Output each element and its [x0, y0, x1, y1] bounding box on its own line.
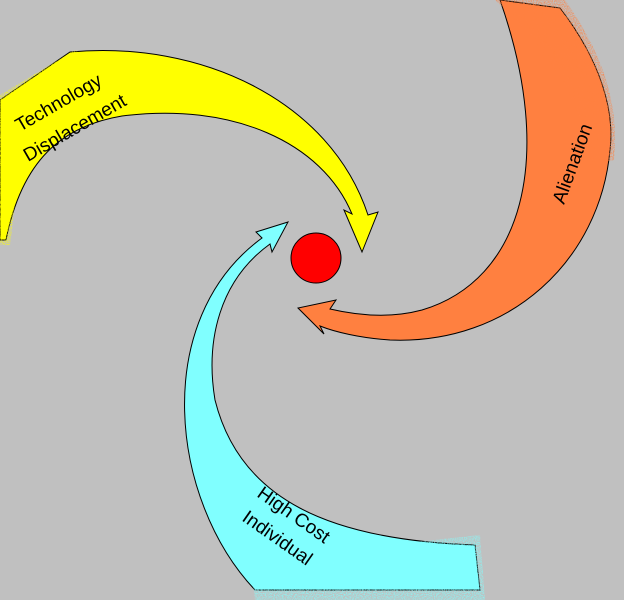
- alienation-arrow: Alienation: [296, 0, 616, 341]
- center-circle: [290, 232, 342, 284]
- high-cost-individual-arrow: High Cost Individual: [184, 221, 485, 600]
- technology-displacement-arrow: Technology Displacement: [0, 50, 379, 254]
